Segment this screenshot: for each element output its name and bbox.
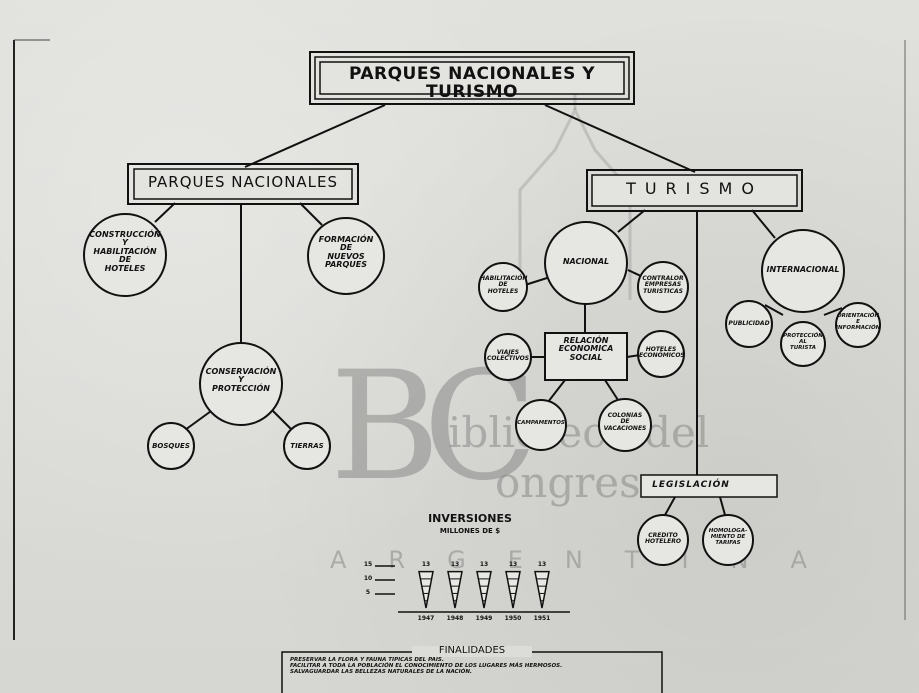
contralor-line-2: EMPRESAS — [644, 281, 682, 289]
colonias-node: COLONIAS DE VACACIONES — [601, 412, 649, 432]
formacion-node: FORMACIÓN DE NUEVOS PARQUES — [310, 235, 382, 270]
legislacion-node: LEGISLACIÓN — [652, 480, 730, 490]
finalidad-3: SALVAGUARDAR LAS BELLEZAS NATURALES DE L… — [290, 668, 473, 675]
ytick-5: 5 — [365, 589, 371, 596]
proteccion-turista-line-3: TURISTA — [789, 344, 817, 351]
inversiones-bar-1948 — [447, 570, 463, 609]
homologamiento-line-2: MIENTO DE — [710, 533, 746, 540]
credito-node: CREDITO HOTELERO — [641, 532, 685, 546]
construccion-node: CONSTRUCCIÓN Y HABILITACIÓN DE HOTELES — [88, 230, 162, 273]
formacion-line-1: FORMACIÓN — [318, 235, 374, 244]
colonias-line-3: VACACIONES — [603, 424, 647, 432]
inversiones-year-1949: 1949 — [475, 615, 493, 622]
construccion-line-1: CONSTRUCCIÓN — [89, 230, 161, 239]
inversiones-bars — [418, 570, 550, 609]
ytick-15: 15 — [363, 561, 373, 568]
relacion-node: RELACIÓN ECONOMICA SOCIAL — [545, 336, 627, 362]
contralor-node: CONTRALOR EMPRESAS TURISTICAS — [639, 275, 687, 295]
habilitacion-line-3: HOTELES — [487, 287, 519, 295]
orientacion-node: ORIENTACIÓN E INFORMACIÓN — [836, 313, 881, 331]
inversiones-bar-1947 — [418, 570, 434, 609]
viajes-line-1: VIAJES — [496, 349, 520, 356]
habilitacion-line-1: HABILITACIÓN — [480, 275, 528, 282]
inversiones-title: INVERSIONES — [428, 512, 512, 525]
proteccion-turista-node: PROTECCIÓN AL TURISTA — [782, 333, 824, 351]
nacional-node: NACIONAL — [562, 257, 610, 266]
colonias-line-1: COLONIAS — [607, 412, 643, 419]
inversiones-year-1948: 1948 — [446, 615, 464, 622]
inversiones-bar-1951 — [534, 570, 550, 609]
orientacion-line-3: INFORMACIÓN — [836, 324, 881, 331]
habilitacion-line-2: DE — [498, 281, 508, 289]
inversiones-year-1951: 1951 — [533, 615, 551, 622]
relacion-line-2: ECONOMICA — [558, 344, 614, 354]
finalidades-title: FINALIDADES — [412, 645, 532, 657]
internacional-node: INTERNACIONAL — [766, 265, 840, 274]
viajes-node: VIAJES COLECTIVOS — [486, 349, 530, 363]
viajes-line-2: COLECTIVOS — [486, 355, 530, 363]
campamentos-node: CAMPAMENTOS — [517, 420, 565, 426]
watermark-line2: ongreso — [495, 458, 666, 507]
finalidad-2: FACILITAR A TODA LA POBLACIÓN EL CONOCIM… — [290, 662, 563, 669]
conservacion-line-3: PROTECCIÓN — [212, 383, 270, 393]
formacion-line-3: NUEVOS — [327, 251, 365, 261]
habilitacion-hoteles-node: HABILITACIÓN DE HOTELES — [480, 275, 528, 295]
formacion-line-4: PARQUES — [324, 260, 367, 270]
credito-line-2: HOTELERO — [645, 538, 681, 546]
inversiones-value-1950: 13 — [508, 560, 518, 568]
construccion-line-5: HOTELES — [104, 263, 146, 273]
inversiones-unit: MILLONES DE $ — [439, 527, 501, 535]
homologamiento-node: HOMOLOGA- MIENTO DE TARIFAS — [705, 528, 751, 546]
bosques-node: BOSQUES — [152, 442, 190, 450]
homologamiento-line-3: TARIFAS — [715, 539, 741, 546]
conservacion-line-1: CONSERVACIÓN — [205, 367, 277, 376]
contralor-line-1: CONTRALOR — [642, 275, 684, 282]
proteccion-turista-line-2: AL — [799, 338, 807, 345]
homologamiento-line-1: HOMOLOGA- — [708, 528, 748, 534]
parques-nacionales-label: PARQUES NACIONALES — [147, 173, 339, 191]
orientacion-line-1: ORIENTACIÓN — [836, 313, 880, 319]
finalidades-list: PRESERVAR LA FLORA Y FAUNA TIPICAS DEL P… — [290, 657, 660, 675]
construccion-line-3: HABILITACIÓN — [93, 246, 157, 256]
relacion-line-1: RELACIÓN — [563, 336, 609, 345]
tierras-node: TIERRAS — [290, 442, 324, 450]
ytick-10: 10 — [363, 575, 373, 582]
inversiones-bar-1950 — [505, 570, 521, 609]
conservacion-line-2: Y — [238, 375, 244, 385]
inversiones-value-1947: 13 — [421, 560, 431, 568]
relacion-line-3: SOCIAL — [569, 352, 603, 362]
hoteles-economicos-node: HOTELES ECONÓMICOS — [639, 346, 685, 360]
watermark-line1: iblioteca del — [448, 408, 710, 457]
inversiones-value-1948: 13 — [450, 560, 460, 568]
inversiones-value-1951: 13 — [537, 560, 547, 568]
orientacion-line-2: E — [856, 318, 860, 325]
hoteles-economicos-line-2: ECONÓMICOS — [639, 352, 685, 360]
finalidad-1: PRESERVAR LA FLORA Y FAUNA TIPICAS DEL P… — [290, 657, 444, 663]
page-title: PARQUES NACIONALES Y TURISMO — [348, 64, 596, 102]
proteccion-turista-line-1: PROTECCIÓN — [783, 333, 823, 339]
contralor-line-3: TURISTICAS — [643, 287, 683, 295]
inversiones-year-1950: 1950 — [504, 615, 522, 622]
conservacion-node: CONSERVACIÓN Y PROTECCIÓN — [202, 367, 280, 393]
construccion-line-2: Y — [122, 238, 128, 248]
publicidad-node: PUBLICIDAD — [728, 320, 770, 327]
credito-line-1: CREDITO — [648, 532, 678, 539]
inversiones-bar-1949 — [476, 570, 492, 609]
inversiones-value-1949: 13 — [479, 560, 489, 568]
turismo-label: TURISMO — [626, 179, 763, 198]
formacion-line-2: DE — [339, 243, 353, 253]
colonias-line-2: DE — [620, 418, 630, 426]
construccion-line-4: DE — [118, 255, 132, 265]
inversiones-year-1947: 1947 — [417, 615, 435, 622]
hoteles-economicos-line-1: HOTELES — [645, 346, 677, 353]
